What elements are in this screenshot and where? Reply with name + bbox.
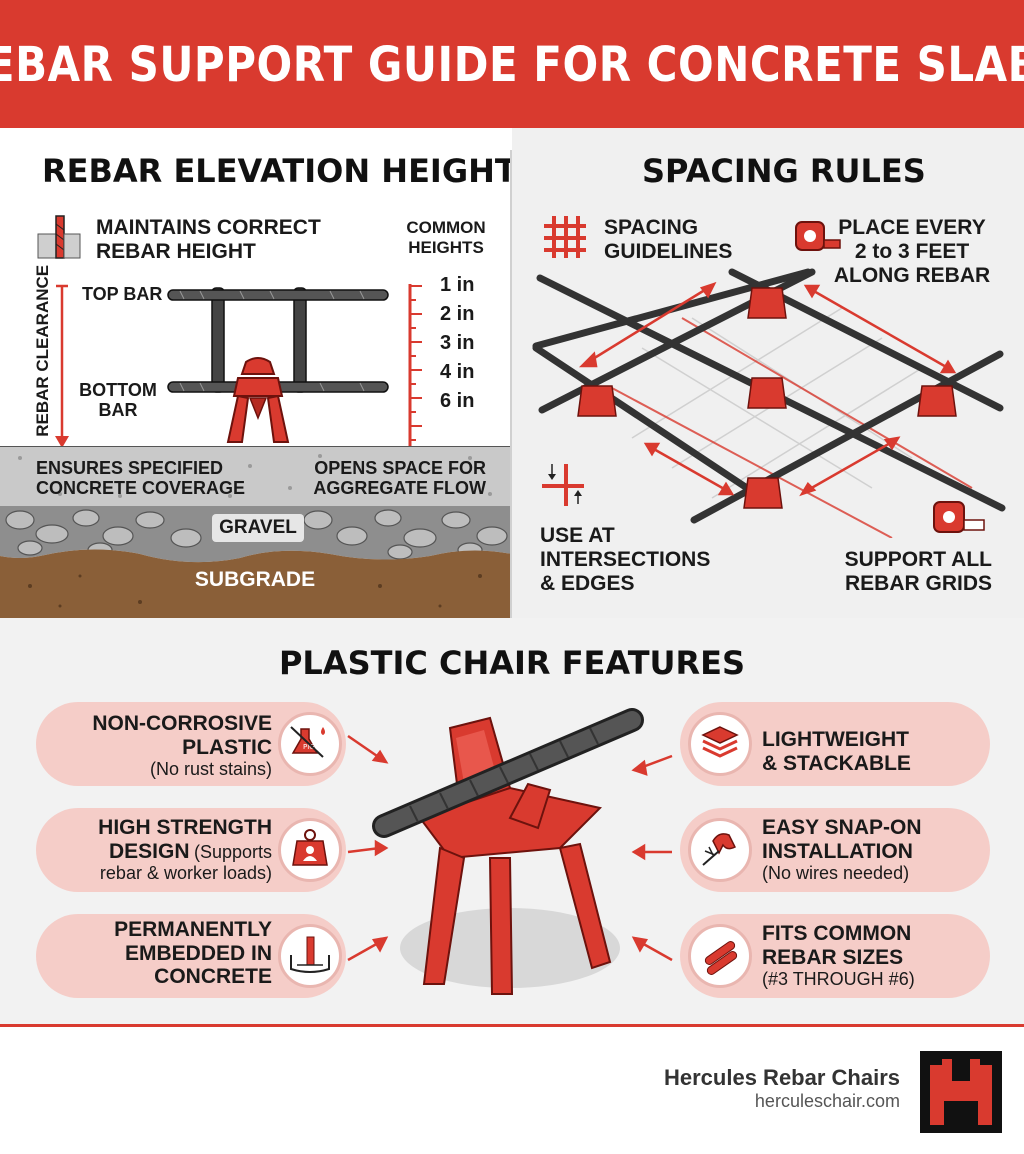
feature-lightweight-text: LIGHTWEIGHT& STACKABLE: [762, 728, 911, 775]
spacing-arrows: [578, 281, 957, 497]
spacing-panel: SPACING RULES SPACING GUIDELINES PLACE E…: [512, 128, 1024, 618]
spacing-title: SPACING RULES: [642, 152, 926, 190]
elevation-panel: REBAR ELEVATION HEIGHTS MAINTAINS CORREC…: [0, 128, 512, 618]
embedded-icon: [278, 924, 342, 988]
chair-illustration: [372, 708, 644, 995]
common-heights-label-1: COMMON: [406, 218, 486, 237]
panel-divider: [510, 150, 512, 620]
vertical-ties: [211, 287, 307, 393]
height-3in: 3 in: [440, 332, 475, 354]
aggregate-label-1: OPENS SPACE FOR: [314, 458, 486, 478]
place-every-2: 2 to 3 FEET: [854, 240, 970, 263]
hercules-logo-icon: [920, 1051, 1002, 1133]
support-all-1: SUPPORT ALL: [844, 548, 992, 571]
bottom-bar-label-2: BAR: [98, 400, 138, 420]
coverage-label-2: CONCRETE COVERAGE: [36, 478, 246, 498]
subgrade-label: SUBGRADE: [194, 568, 316, 591]
weight-icon: [278, 818, 342, 882]
rebar-height-icon: [37, 215, 81, 259]
maintains-label-2: REBAR HEIGHT: [96, 240, 256, 263]
elevation-title: REBAR ELEVATION HEIGHTS: [42, 152, 512, 190]
tape-measure-icon-2: [933, 501, 985, 533]
top-bar-label: TOP BAR: [82, 284, 163, 304]
page-title: REBAR SUPPORT GUIDE FOR CONCRETE SLABS: [0, 35, 1024, 93]
bottom-bar-label-1: BOTTOM: [79, 380, 157, 400]
top-bar: [167, 289, 389, 301]
place-every-3: ALONG REBAR: [833, 264, 991, 287]
chair-side-view: [226, 357, 290, 443]
common-heights-label-2: HEIGHTS: [408, 238, 484, 257]
support-all-2: REBAR GRIDS: [844, 572, 992, 595]
height-2in: 2 in: [440, 303, 475, 325]
header-banner: REBAR SUPPORT GUIDE FOR CONCRETE SLABS: [0, 0, 1024, 128]
aggregate-label-2: AGGREGATE FLOW: [313, 478, 486, 498]
intersection-icon: [542, 464, 584, 506]
features-title: PLASTIC CHAIR FEATURES: [278, 644, 746, 682]
clearance-arrow: [55, 284, 69, 448]
chair-rebar: [372, 708, 644, 838]
gravel-label: GRAVEL: [212, 514, 304, 542]
footer-divider: [0, 1024, 1024, 1027]
grid-icon: [544, 216, 586, 258]
footer: Hercules Rebar Chairs herculeschair.com: [0, 1027, 1024, 1154]
snap-icon: [688, 818, 752, 882]
rebar-sizes-icon: [688, 924, 752, 988]
height-6in: 6 in: [440, 390, 475, 412]
chairs-on-grid: [577, 287, 957, 509]
brand-name: Hercules Rebar Chairs: [664, 1065, 900, 1090]
maintains-label-1: MAINTAINS CORRECT: [96, 216, 321, 239]
rebar-assembly: [167, 287, 389, 443]
intersections-label-2: INTERSECTIONS: [540, 548, 711, 571]
height-1in: 1 in: [440, 274, 475, 296]
guidelines-label-1: SPACING: [604, 216, 699, 239]
intersections-label-3: & EDGES: [540, 572, 635, 595]
place-every-1: PLACE EVERY: [838, 216, 986, 239]
icon-text: PIG: [303, 743, 315, 751]
clearance-label: REBAR CLEARANCE: [33, 264, 53, 437]
right-connector-arrows: [631, 754, 673, 962]
left-connector-arrows: [347, 734, 389, 962]
height-4in: 4 in: [440, 361, 475, 383]
coverage-label-1: ENSURES SPECIFIED: [36, 458, 224, 478]
tape-measure-icon: [795, 221, 841, 251]
height-ruler: [408, 284, 422, 446]
intersections-label-1: USE AT: [540, 524, 615, 547]
spacing-grid-diagram: [532, 268, 1006, 538]
guidelines-label-2: GUIDELINES: [604, 240, 733, 263]
brand-url: herculeschair.com: [754, 1091, 900, 1111]
stack-icon: [688, 712, 752, 776]
non-corrosive-icon: PIG: [278, 712, 342, 776]
